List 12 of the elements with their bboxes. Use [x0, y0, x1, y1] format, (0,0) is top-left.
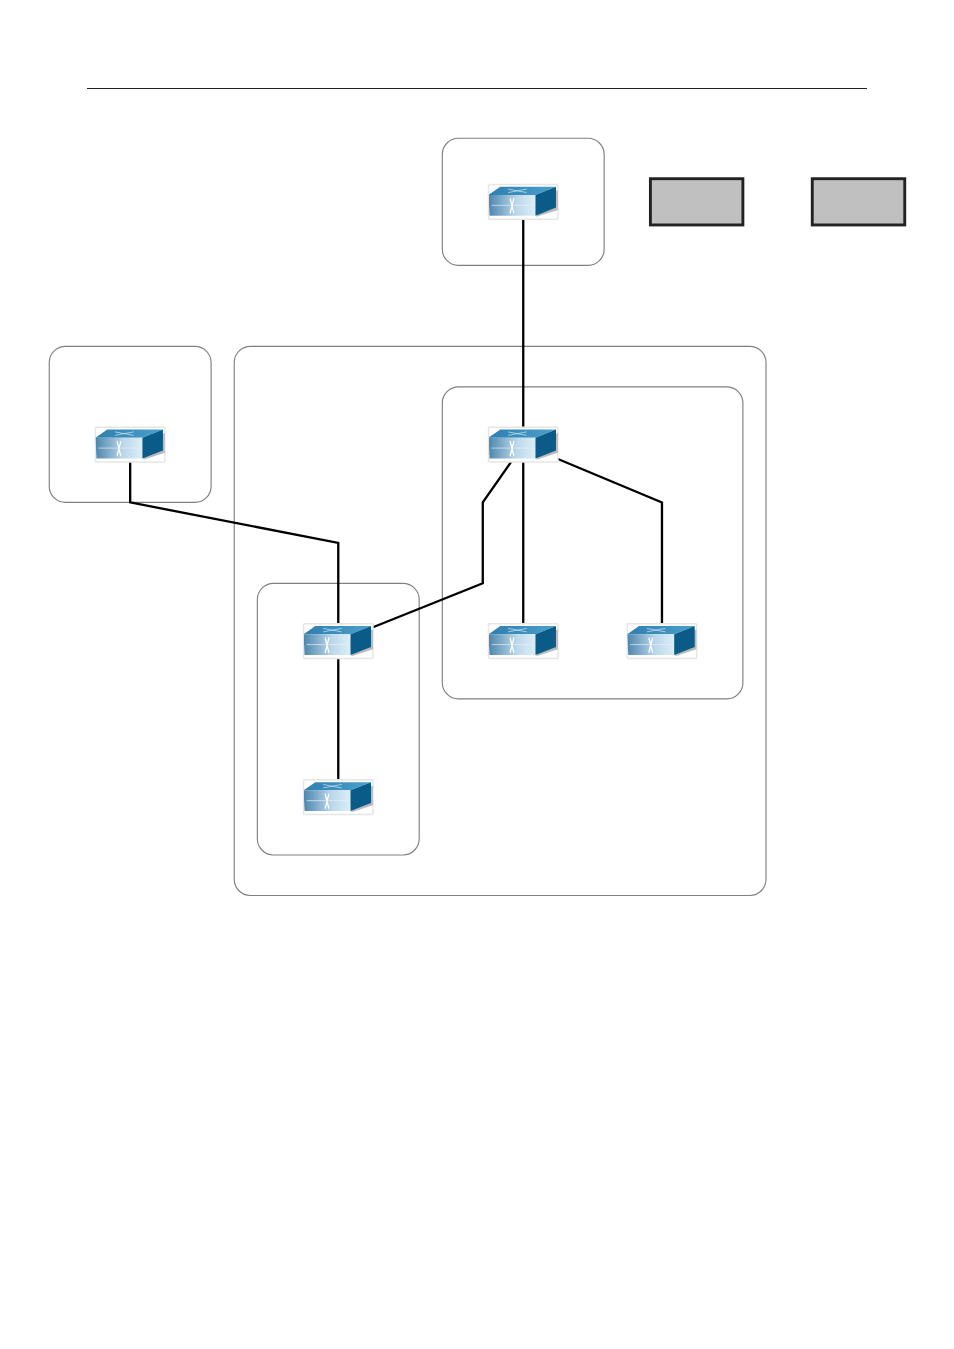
connector — [337, 658, 340, 780]
connector — [129, 461, 340, 624]
node-box — [648, 177, 745, 227]
cluster — [441, 386, 744, 700]
node-box — [810, 177, 907, 227]
cluster — [256, 582, 420, 856]
connector — [372, 461, 513, 629]
cluster — [48, 345, 212, 503]
connector — [522, 219, 525, 428]
cluster — [233, 345, 767, 897]
connector — [557, 458, 664, 624]
connector — [522, 461, 525, 624]
